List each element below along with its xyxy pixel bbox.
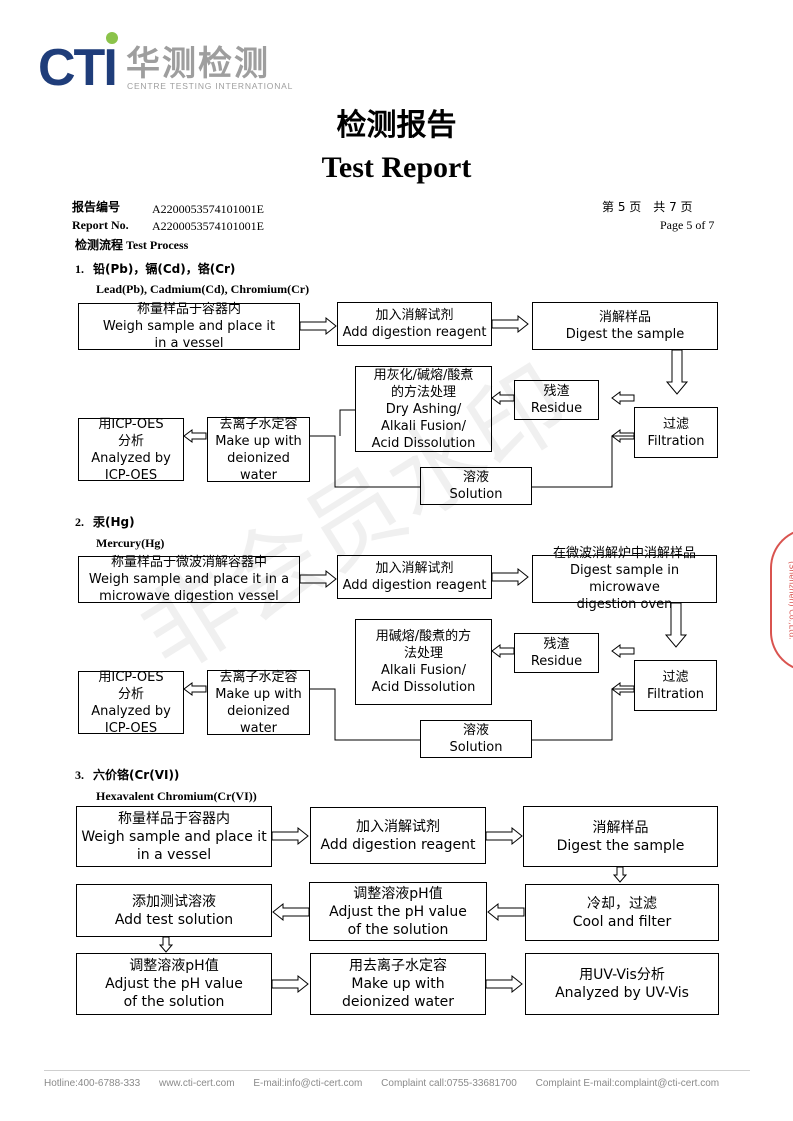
footer-divider — [44, 1070, 750, 1071]
footer-web: www.cti-cert.com — [158, 1078, 235, 1089]
s2-arrow-filter-residue — [611, 644, 635, 658]
s3-arrow-adjust-test — [272, 903, 310, 921]
page-cn: 第 5 页 共 7 页 — [602, 200, 693, 214]
section1-title-en: Lead(Pb), Cadmium(Cd), Chromium(Cr) — [96, 282, 310, 296]
logo-dot — [106, 32, 118, 44]
footer-complaint: Complaint call:0755-33681700 — [381, 1078, 517, 1089]
logo-english: CENTRE TESTING INTERNATIONAL — [127, 81, 294, 91]
s3-arrow-cool-adjust — [487, 903, 525, 921]
section2-heading: 2. 汞(Hg) — [75, 515, 135, 529]
section1-title-cn: 铅(Pb)，镉(Cd)，铬(Cr) — [93, 262, 236, 276]
s3-arrow-weigh-add — [271, 827, 309, 845]
s1-arrow-filter-residue — [611, 391, 635, 405]
section2-title-cn: 汞(Hg) — [93, 515, 135, 529]
report-no-label-en: Report No. — [72, 218, 129, 232]
section1-heading: 1. 铅(Pb)，镉(Cd)，铬(Cr) — [75, 262, 236, 276]
logo-chinese: 华测检测 — [126, 44, 270, 84]
title-english: Test Report — [321, 151, 472, 184]
s1-arrow-makeup-icp — [183, 429, 207, 443]
s3-arrow-makeup-uv — [485, 975, 523, 993]
logo-cti: CTI — [38, 39, 118, 97]
footer: Hotline:400-6788-333 www.cti-cert.com E-… — [44, 1078, 719, 1089]
section3-heading: 3. 六价铬(Cr(VI)) — [75, 768, 180, 782]
footer-complaint-email: Complaint E-mail:complaint@cti-cert.com — [535, 1078, 720, 1089]
s3-arrow-digest-cool — [613, 866, 627, 883]
report-no-label-cn: 报告编号 — [72, 200, 121, 214]
report-no-value-2: A2200053574101001E — [152, 219, 264, 233]
process-heading: 检测流程 Test Process — [75, 237, 188, 253]
section2-title-en: Mercury(Hg) — [96, 536, 165, 550]
report-no-value-1: A2200053574101001E — [152, 202, 264, 216]
title-chinese: 检测报告 — [336, 108, 457, 143]
process-heading-en: Test Process — [126, 238, 189, 252]
s3-arrow-test-adjust — [159, 936, 173, 953]
section3-title-en: Hexavalent Chromium(Cr(VI)) — [96, 789, 257, 803]
s3-arrow-add-digest — [485, 827, 523, 845]
process-heading-cn: 检测流程 — [75, 238, 124, 252]
footer-hotline: Hotline:400-6788-333 — [44, 1078, 141, 1089]
s1-arrow-digest-filter — [666, 349, 688, 395]
section3-title-cn: 六价铬(Cr(VI)) — [93, 768, 180, 782]
page-en: Page 5 of 7 — [660, 218, 715, 232]
footer-email: E-mail:info@cti-cert.com — [253, 1078, 363, 1089]
s3-arrow-adjust-makeup — [271, 975, 309, 993]
s1-arrow-weigh-add — [299, 317, 337, 335]
